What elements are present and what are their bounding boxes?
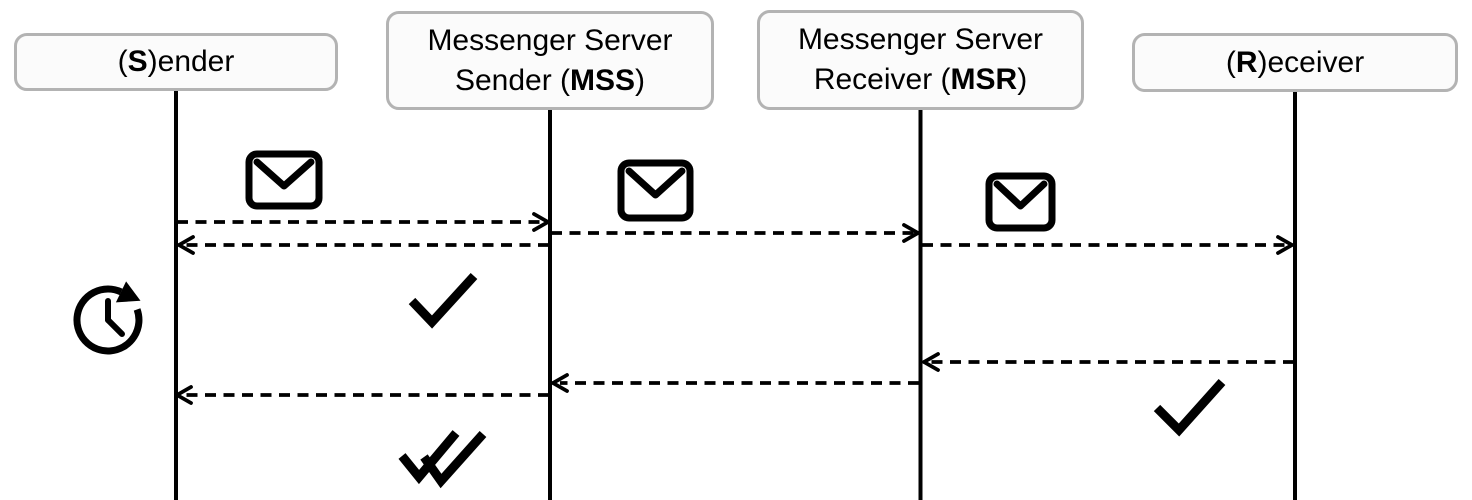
message-arrow-sender-to-mss xyxy=(177,212,550,232)
actor-box-mss: Messenger Server Sender (MSS) xyxy=(386,11,714,110)
message-arrow-msr-to-receiver xyxy=(922,235,1294,255)
actor-label: (S)ender xyxy=(118,42,235,82)
label-bold-text: R xyxy=(1235,45,1258,79)
single-check-icon xyxy=(408,272,478,329)
single-check-icon xyxy=(1153,378,1226,437)
label-bold-text: MSR xyxy=(950,63,1018,96)
envelope-icon xyxy=(617,159,694,222)
actor-label-line1: Messenger Server xyxy=(427,23,673,57)
double-check-icon xyxy=(398,430,487,489)
label-bold-text: MSS xyxy=(570,63,636,97)
label-text: Sender ( xyxy=(454,63,571,97)
message-arrow-msr-to-mss xyxy=(551,373,919,393)
label-text: Receiver ( xyxy=(813,63,951,96)
envelope-icon xyxy=(985,172,1056,232)
message-arrow-mss-to-msr xyxy=(551,223,920,243)
label-text: ) xyxy=(635,63,646,97)
label-bold-text: S xyxy=(127,45,148,79)
message-arrow-receiver-to-msr xyxy=(922,352,1294,372)
actor-box-sender: (S)ender xyxy=(14,33,338,91)
actor-label-line2: Receiver (MSR) xyxy=(814,60,1027,100)
actor-box-msr: Messenger Server Receiver (MSR) xyxy=(757,10,1084,110)
label-text: ( xyxy=(1225,45,1236,79)
actor-box-receiver: (R)eceiver xyxy=(1132,33,1458,92)
actor-label-line1: Messenger Server xyxy=(797,23,1044,57)
actor-label: (R)eceiver xyxy=(1226,43,1364,83)
label-text: ( xyxy=(117,45,128,79)
label-text: ) xyxy=(1017,63,1028,96)
envelope-icon xyxy=(245,150,323,210)
label-text: )ender xyxy=(147,45,235,79)
message-arrow-mss-to-sender-delivered xyxy=(175,385,549,405)
label-text: )eceiver xyxy=(1257,45,1365,79)
clock-retry-icon xyxy=(73,281,143,355)
message-arrow-mss-to-sender-ack xyxy=(177,235,549,255)
actor-label-line2: Sender (MSS) xyxy=(455,61,645,101)
